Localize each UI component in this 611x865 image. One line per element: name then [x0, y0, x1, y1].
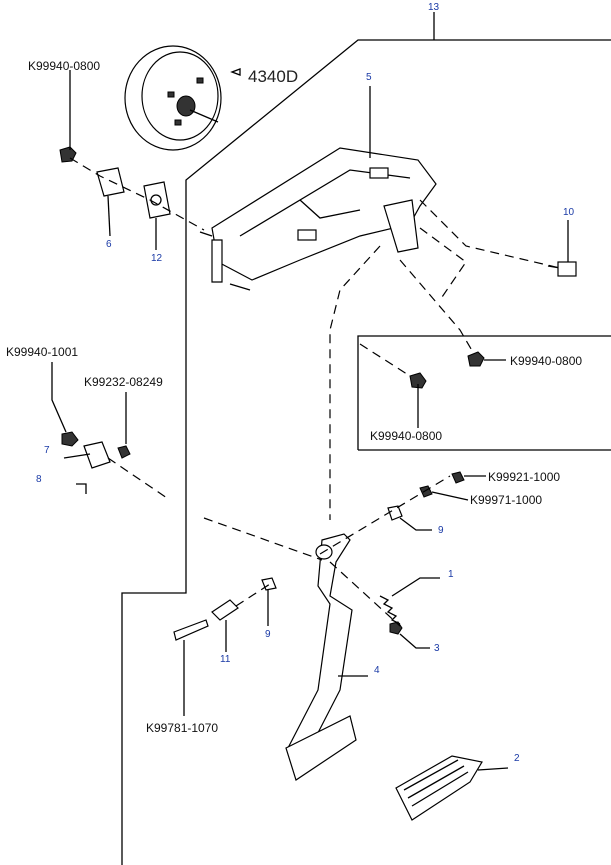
part-10-switch	[547, 261, 577, 277]
brake-booster	[124, 45, 222, 151]
assembly-dash-lines	[69, 157, 561, 627]
callout-5: 5	[366, 72, 372, 83]
part-12-gasket	[143, 181, 171, 219]
pad-ribs	[403, 759, 469, 807]
part-code-left-08249: K99232-08249	[84, 375, 163, 389]
part-6-plate	[96, 167, 125, 197]
part-code-right-1000b: K99971-1000	[470, 493, 542, 507]
assembly-frame	[121, 39, 611, 865]
callout-2: 2	[514, 753, 520, 764]
callout-6: 6	[106, 239, 112, 250]
inset-frame	[357, 335, 611, 450]
sleeve-11	[211, 599, 239, 621]
part-code-left-1001: K99940-1001	[6, 345, 78, 359]
bolt-3	[389, 621, 403, 635]
part-code-bottom-1070: K99781-1070	[146, 721, 218, 735]
callout-12: 12	[151, 253, 163, 264]
callout-9-left: 9	[265, 629, 271, 640]
callout-1: 1	[448, 569, 454, 580]
brake-pedal	[285, 533, 357, 781]
pedal-pad	[395, 755, 483, 821]
callout-3: 3	[434, 643, 440, 654]
callout-13: 13	[428, 2, 440, 13]
callout-7: 7	[44, 445, 50, 456]
part-7-clip	[61, 431, 79, 447]
nut-inset-upper	[467, 351, 485, 367]
callout-10: 10	[563, 207, 575, 218]
part-code-right-upper: K99940-0800	[510, 354, 582, 368]
reference-arrow-icon	[230, 68, 241, 76]
part-code-right-lower: K99940-0800	[370, 429, 442, 443]
leader-lines	[51, 12, 569, 771]
return-spring	[379, 595, 401, 625]
callout-11: 11	[220, 654, 231, 665]
callout-8: 8	[36, 474, 42, 485]
pedal-bracket	[199, 147, 437, 291]
bushing-9-right	[387, 505, 403, 521]
screw-08249	[117, 445, 131, 459]
part-8-switch-body	[83, 441, 111, 469]
diagram-reference: 4340D	[248, 67, 298, 86]
nut-top-left	[59, 146, 77, 163]
bolt-1070	[173, 619, 209, 641]
callout-4: 4	[374, 665, 380, 676]
part-code-right-1000a: K99921-1000	[488, 470, 560, 484]
nut-inset-lower	[409, 372, 427, 389]
washer-1000a	[451, 471, 465, 484]
callout-9-right: 9	[438, 525, 444, 536]
part-code-top-left: K99940-0800	[28, 59, 100, 73]
part-8-pin	[76, 483, 87, 494]
